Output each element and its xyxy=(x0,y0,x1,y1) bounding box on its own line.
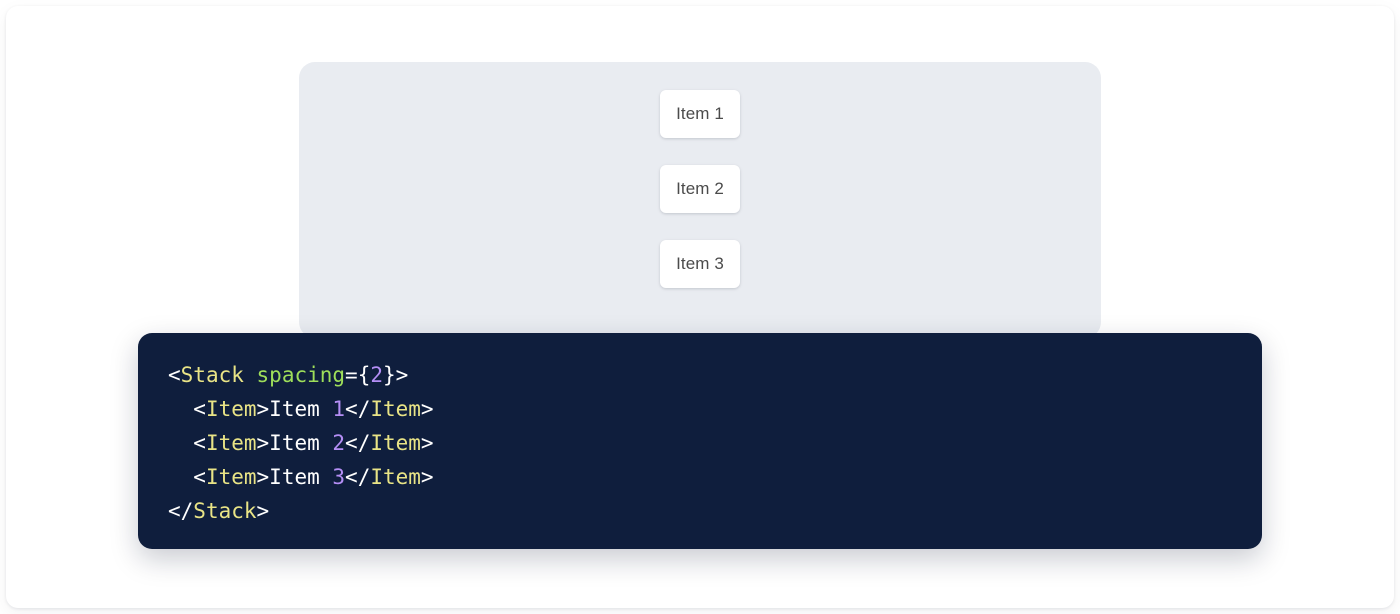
code-token-num: 3 xyxy=(332,465,346,489)
code-token-punct: < xyxy=(168,465,206,489)
code-token-text: Item xyxy=(269,465,333,489)
code-token-punct: > xyxy=(256,431,270,455)
code-token-punct: < xyxy=(168,363,181,387)
stack-container: Item 1 Item 2 Item 3 xyxy=(299,62,1101,288)
code-token-tag: Item xyxy=(370,465,421,489)
code-token-tag: Stack xyxy=(193,499,257,523)
code-token-text: Item xyxy=(269,431,333,455)
code-token-tag: Item xyxy=(205,465,257,489)
code-token-punct: > xyxy=(420,397,434,421)
code-token-tag: Item xyxy=(205,431,257,455)
code-token-num: 2 xyxy=(332,431,346,455)
code-token-punct xyxy=(244,363,257,387)
code-token-attr: spacing xyxy=(256,363,346,387)
code-token-tag: Item xyxy=(205,397,257,421)
code-token-punct: < xyxy=(168,431,206,455)
code-line: <Item>Item 1</Item> xyxy=(168,392,1262,426)
stack-item[interactable]: Item 2 xyxy=(660,165,740,213)
component-preview-panel: Item 1 Item 2 Item 3 xyxy=(299,62,1101,338)
code-line: <Item>Item 2</Item> xyxy=(168,426,1262,460)
code-token-tag: Stack xyxy=(180,363,244,387)
code-token-punct: > xyxy=(420,431,434,455)
code-token-punct: > xyxy=(256,397,270,421)
code-token-punct: > xyxy=(256,465,270,489)
code-line: <Item>Item 3</Item> xyxy=(168,460,1262,494)
code-token-num: 2 xyxy=(370,363,383,387)
code-token-punct: > xyxy=(420,465,434,489)
code-token-punct: </ xyxy=(168,499,194,523)
code-token-punct: </ xyxy=(345,431,371,455)
code-token-num: 1 xyxy=(332,397,346,421)
code-token-punct: ={ xyxy=(345,363,371,387)
stack-item[interactable]: Item 1 xyxy=(660,90,740,138)
code-token-punct: > xyxy=(256,499,270,523)
code-token-punct: < xyxy=(168,397,206,421)
code-token-tag: Item xyxy=(370,397,421,421)
code-token-punct: }> xyxy=(383,363,409,387)
code-line: </Stack> xyxy=(168,494,1262,528)
code-token-punct: </ xyxy=(345,465,371,489)
code-line: <Stack spacing={2}> xyxy=(168,358,1262,392)
code-token-text: Item xyxy=(269,397,333,421)
code-token-tag: Item xyxy=(370,431,421,455)
stack-item[interactable]: Item 3 xyxy=(660,240,740,288)
code-token-punct: </ xyxy=(345,397,371,421)
code-snippet-text: <Stack spacing={2}> <Item>Item 1</Item> … xyxy=(168,358,1262,528)
code-snippet-block[interactable]: <Stack spacing={2}> <Item>Item 1</Item> … xyxy=(138,333,1262,549)
